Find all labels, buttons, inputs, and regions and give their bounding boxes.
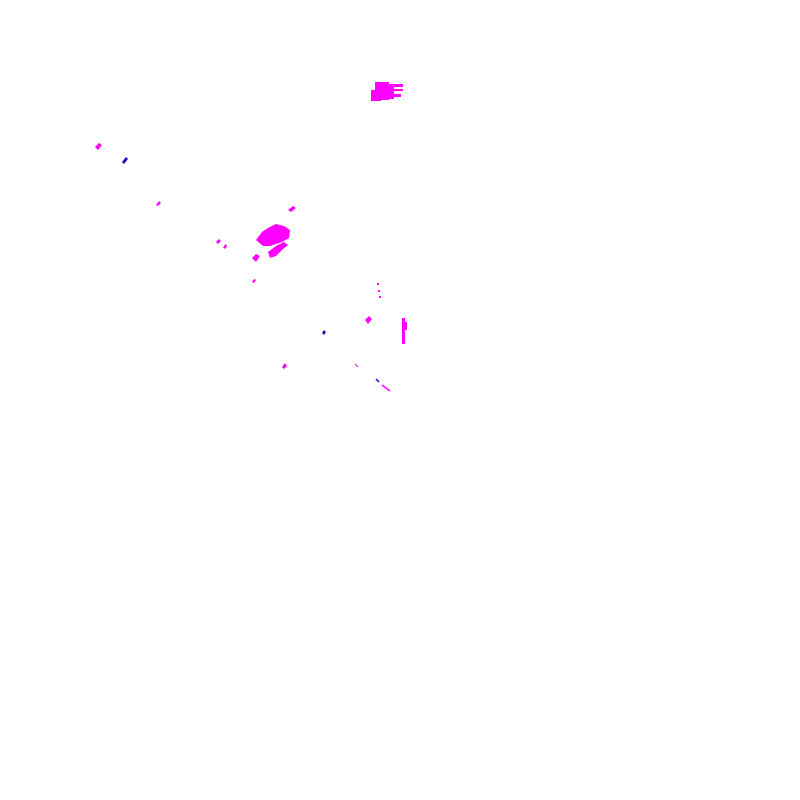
region-patch	[252, 254, 260, 262]
region-patch	[216, 239, 221, 244]
region-patch-blue	[122, 157, 128, 164]
trace-segment	[354, 363, 359, 368]
region-patch	[365, 316, 372, 324]
trace-segment	[381, 384, 391, 392]
region-patch	[252, 279, 256, 283]
region-patch	[378, 290, 380, 292]
region-patch	[393, 94, 401, 97]
region-patch-blue	[322, 330, 326, 335]
region-patch	[256, 224, 290, 246]
region-trace	[354, 363, 391, 392]
region-patch	[379, 296, 381, 298]
region-patch	[223, 244, 227, 249]
region-patch	[377, 283, 379, 285]
region-patch	[282, 363, 287, 369]
region-cluster-upper-left	[95, 143, 161, 206]
trace-segment	[375, 378, 380, 383]
region-patch	[156, 201, 161, 206]
region-cluster-central	[216, 206, 296, 283]
region-patch	[393, 89, 403, 91]
region-patch	[268, 242, 288, 258]
region-patch	[371, 90, 381, 101]
region-patch	[402, 318, 405, 344]
region-cluster-top	[371, 82, 403, 101]
region-patch	[386, 84, 394, 99]
region-patch	[404, 322, 407, 330]
region-patch	[393, 84, 403, 87]
region-cluster-center-right	[282, 283, 407, 369]
region-patch	[288, 206, 296, 212]
region-patch	[95, 143, 102, 150]
